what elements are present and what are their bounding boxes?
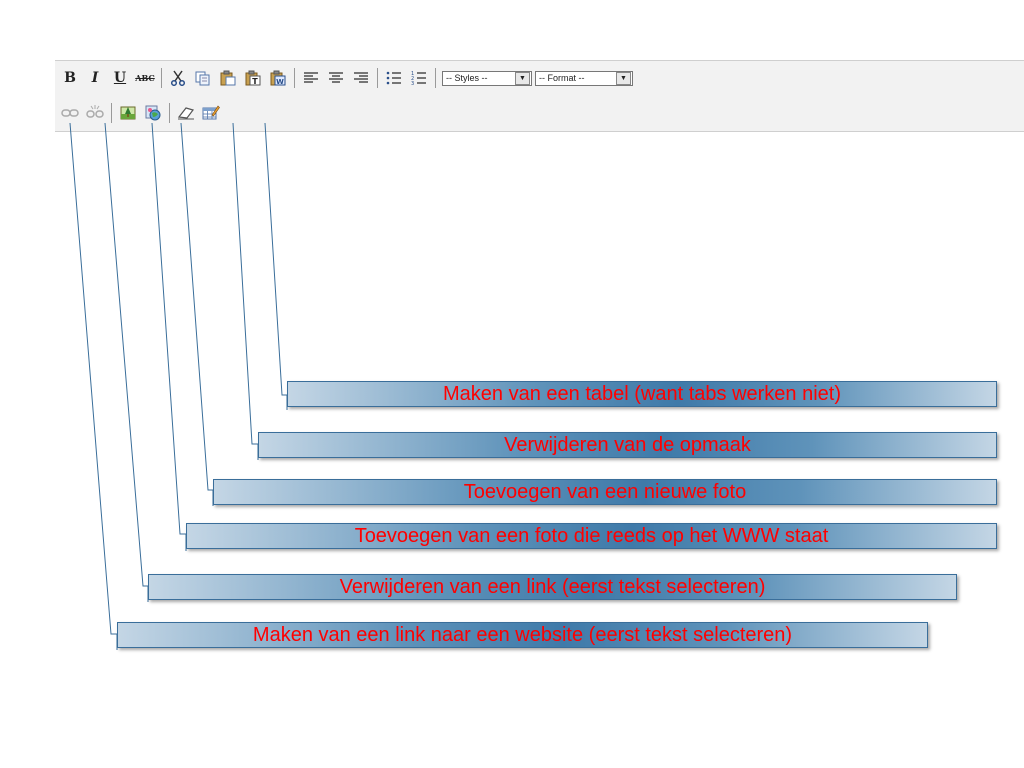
toolbar-separator (294, 68, 295, 88)
numbered-list-icon: 123 (411, 71, 426, 85)
toolbar-separator (111, 103, 112, 123)
toolbar-separator (435, 68, 436, 88)
callout-web-image-text: Toevoegen van een foto die reeds op het … (354, 524, 829, 547)
underline-button[interactable]: U (113, 70, 127, 86)
callout-remove-format: Verwijderen van de opmaak (258, 432, 997, 458)
web-image-icon (145, 105, 161, 121)
callout-table-text: Maken van een tabel (want tabs werken ni… (443, 382, 841, 405)
paste-word-icon: W (270, 70, 286, 86)
styles-select[interactable]: -- Styles -- ▼ (442, 70, 532, 86)
link-icon (61, 109, 79, 117)
unlink-button[interactable] (85, 103, 105, 123)
svg-text:W: W (276, 78, 284, 86)
callout-new-image: Toevoegen van een nieuwe foto (213, 479, 997, 505)
toolbar-row-2 (60, 101, 226, 125)
toolbar-separator (169, 103, 170, 123)
chevron-down-icon: ▼ (616, 71, 631, 85)
format-select[interactable]: -- Format -- ▼ (535, 70, 633, 86)
leader-line-web-image (151, 122, 187, 551)
callout-unlink: Verwijderen van een link (eerst tekst se… (148, 574, 957, 600)
leader-line-unlink (104, 122, 149, 602)
styles-select-value: -- Styles -- (446, 73, 488, 83)
callout-link-text: Maken van een link naar een website (eer… (252, 623, 793, 646)
bullet-list-icon (386, 71, 401, 85)
leader-line-remove-format (232, 122, 259, 460)
svg-text:1: 1 (411, 71, 414, 77)
chevron-down-icon: ▼ (515, 71, 530, 85)
callout-unlink-text: Verwijderen van een link (eerst tekst se… (339, 575, 766, 598)
callout-table: Maken van een tabel (want tabs werken ni… (287, 381, 997, 407)
callout-link: Maken van een link naar een website (eer… (117, 622, 928, 648)
cut-icon (170, 70, 186, 86)
svg-text:T: T (252, 77, 258, 86)
paste-button[interactable] (218, 68, 238, 88)
strikethrough-button[interactable]: ABC (135, 73, 155, 83)
image-button[interactable] (118, 103, 138, 123)
link-button[interactable] (60, 103, 80, 123)
bold-button[interactable]: B (64, 70, 76, 86)
align-center-icon (329, 72, 343, 83)
align-right-button[interactable] (351, 68, 371, 88)
image-icon (120, 106, 136, 120)
remove-format-icon (177, 107, 195, 120)
svg-text:2: 2 (411, 76, 414, 82)
toolbar-separator (377, 68, 378, 88)
cut-button[interactable] (168, 68, 188, 88)
callout-web-image: Toevoegen van een foto die reeds op het … (186, 523, 997, 549)
unlink-icon (86, 105, 104, 118)
toolbar-separator (161, 68, 162, 88)
callout-remove-format-text: Verwijderen van de opmaak (504, 433, 751, 456)
leader-line-link (69, 122, 118, 650)
web-image-button[interactable] (143, 103, 163, 123)
paste-word-button[interactable]: W (268, 68, 288, 88)
align-left-icon (304, 72, 318, 83)
table-button[interactable] (201, 103, 221, 123)
table-icon (202, 105, 220, 120)
copy-button[interactable] (193, 68, 213, 88)
editor-toolbar: B I U ABC (55, 60, 1024, 132)
leader-line-table (264, 122, 288, 410)
toolbar-row-1: B I U ABC (60, 66, 636, 90)
remove-format-button[interactable] (176, 103, 196, 123)
italic-button[interactable]: I (91, 70, 99, 86)
bullet-list-button[interactable] (384, 68, 404, 88)
svg-text:3: 3 (411, 81, 414, 85)
copy-icon (195, 71, 210, 86)
align-left-button[interactable] (301, 68, 321, 88)
callout-new-image-text: Toevoegen van een nieuwe foto (463, 480, 747, 503)
align-center-button[interactable] (326, 68, 346, 88)
leader-line-new-image (180, 122, 214, 506)
paste-text-icon: T (245, 70, 261, 86)
paste-icon (220, 70, 236, 86)
align-right-icon (354, 72, 368, 83)
format-select-value: -- Format -- (539, 73, 585, 83)
paste-text-button[interactable]: T (243, 68, 263, 88)
